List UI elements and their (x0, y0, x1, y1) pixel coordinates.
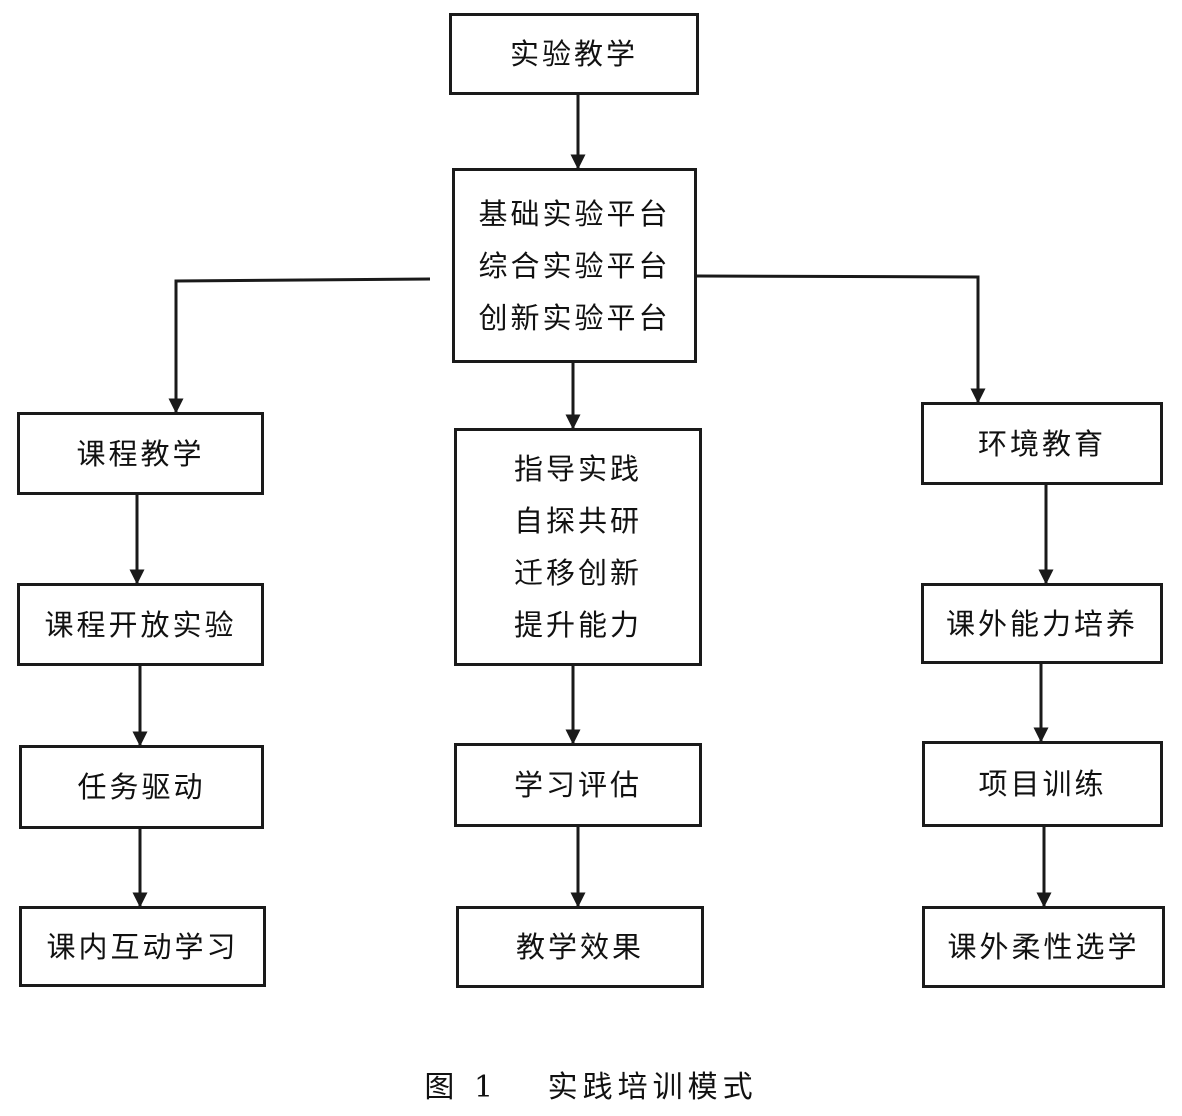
node-environment-education: 环境教育 (921, 402, 1163, 485)
node-guided-practice-line-1: 指导实践 (513, 452, 642, 486)
figure-caption: 图 1 实践培训模式 (424, 1070, 758, 1105)
arrow-platform-to-course-teaching (168, 277, 431, 414)
node-platform: 基础实验平台 综合实验平台 创新实验平台 (452, 168, 697, 363)
node-root-line: 实验教学 (509, 37, 638, 71)
node-learning-evaluation: 学习评估 (454, 743, 702, 827)
node-extracurricular-ability: 课外能力培养 (921, 583, 1163, 664)
arrow-platform-to-environment-education (696, 274, 986, 404)
node-guided-practice: 指导实践 自探共研 迁移创新 提升能力 (454, 428, 702, 666)
node-learning-evaluation-line: 学习评估 (513, 768, 642, 802)
node-course-teaching-line: 课程教学 (76, 436, 205, 471)
node-project-training: 项目训练 (922, 741, 1163, 827)
node-root: 实验教学 (449, 13, 699, 95)
node-task-driven-line: 任务驱动 (77, 770, 206, 804)
node-environment-education-line: 环境教育 (977, 426, 1106, 461)
node-guided-practice-line-2: 自探共研 (513, 504, 642, 538)
node-guided-practice-line-3: 迁移创新 (513, 556, 642, 590)
node-extracurricular-elective-line: 课外柔性选学 (947, 930, 1140, 964)
node-platform-line-3: 创新实验平台 (478, 300, 671, 335)
node-course-teaching: 课程教学 (17, 412, 264, 495)
node-extracurricular-elective: 课外柔性选学 (922, 906, 1165, 988)
node-platform-line-2: 综合实验平台 (478, 248, 671, 283)
node-in-class-interactive: 课内互动学习 (19, 906, 266, 987)
node-in-class-interactive-line: 课内互动学习 (46, 929, 239, 964)
node-teaching-effect-line: 教学效果 (515, 930, 644, 964)
node-project-training-line: 项目训练 (978, 767, 1107, 801)
node-guided-practice-line-4: 提升能力 (513, 608, 642, 642)
node-course-open-lab: 课程开放实验 (17, 583, 264, 666)
node-platform-line-1: 基础实验平台 (478, 196, 671, 231)
node-course-open-lab-line: 课程开放实验 (44, 607, 237, 642)
node-teaching-effect: 教学效果 (456, 906, 704, 988)
node-extracurricular-ability-line: 课外能力培养 (945, 606, 1138, 641)
node-task-driven: 任务驱动 (19, 745, 264, 829)
